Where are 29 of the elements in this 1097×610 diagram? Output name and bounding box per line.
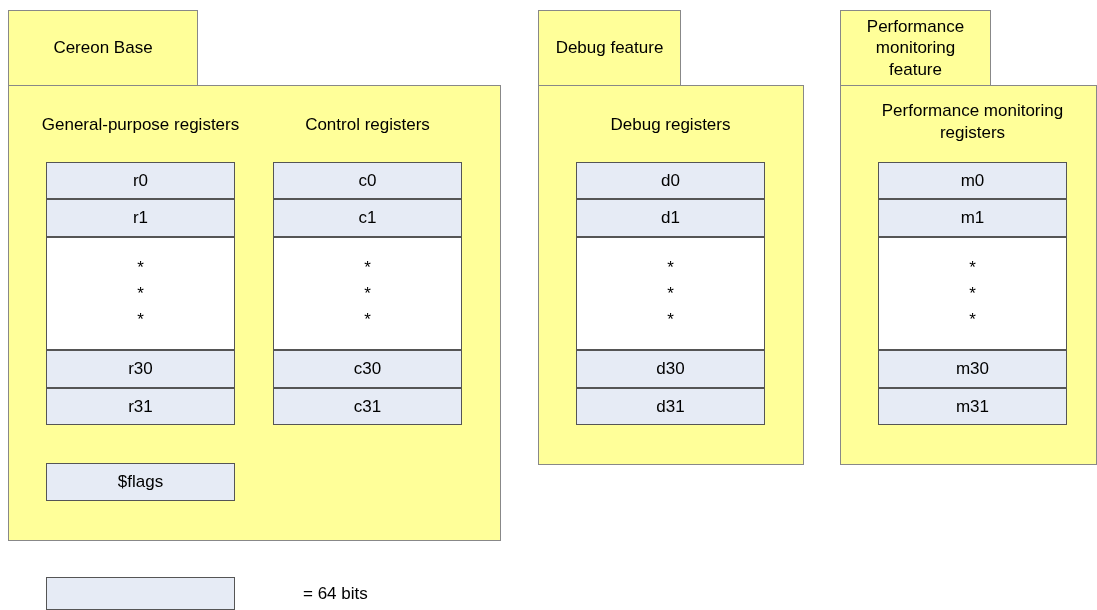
folder-tab: Performance monitoring feature — [840, 10, 991, 86]
ellipsis-cell: * * * — [273, 237, 462, 350]
register-cell: r31 — [46, 388, 235, 425]
register-cell: r30 — [46, 350, 235, 388]
column-heading: Control registers — [304, 113, 431, 136]
folder-tab: Cereon Base — [8, 10, 198, 86]
register-cell: c30 — [273, 350, 462, 388]
register-cell: m31 — [878, 388, 1067, 425]
register-cell: m30 — [878, 350, 1067, 388]
register-cell: c1 — [273, 199, 462, 237]
column-heading: General-purpose registers — [41, 113, 240, 136]
register-cell: c0 — [273, 162, 462, 199]
ellipsis-cell: * * * — [46, 237, 235, 350]
register-cell: m0 — [878, 162, 1067, 199]
ellipsis-cell: * * * — [878, 237, 1067, 350]
column-heading: Debug registers — [609, 113, 732, 136]
register-cell: r1 — [46, 199, 235, 237]
register-cell: r0 — [46, 162, 235, 199]
folder-tab: Debug feature — [538, 10, 681, 86]
register-cell: c31 — [273, 388, 462, 425]
register-cell: d30 — [576, 350, 765, 388]
register-cell: d0 — [576, 162, 765, 199]
ellipsis-cell: * * * — [576, 237, 765, 350]
register-cell: d1 — [576, 199, 765, 237]
legend-text: = 64 bits — [303, 584, 368, 604]
register-cell: $flags — [46, 463, 235, 501]
column-heading: Performance monitoring registers — [880, 99, 1065, 144]
register-cell: m1 — [878, 199, 1067, 237]
register-cell: d31 — [576, 388, 765, 425]
